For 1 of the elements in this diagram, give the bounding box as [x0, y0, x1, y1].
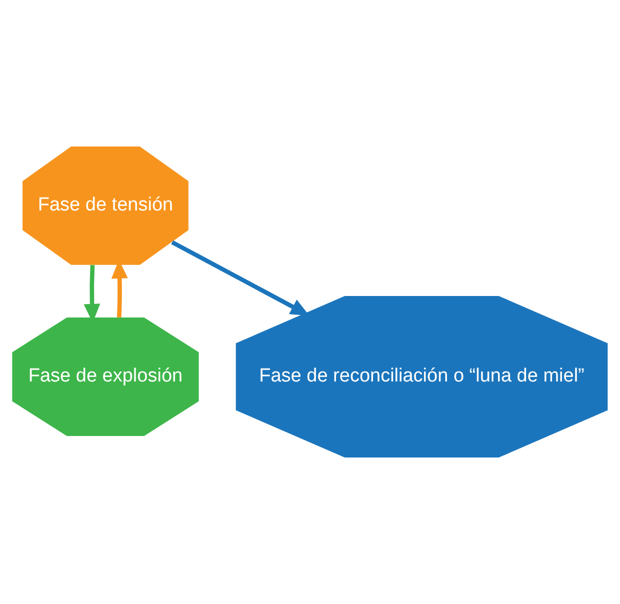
arrow [171, 240, 310, 316]
